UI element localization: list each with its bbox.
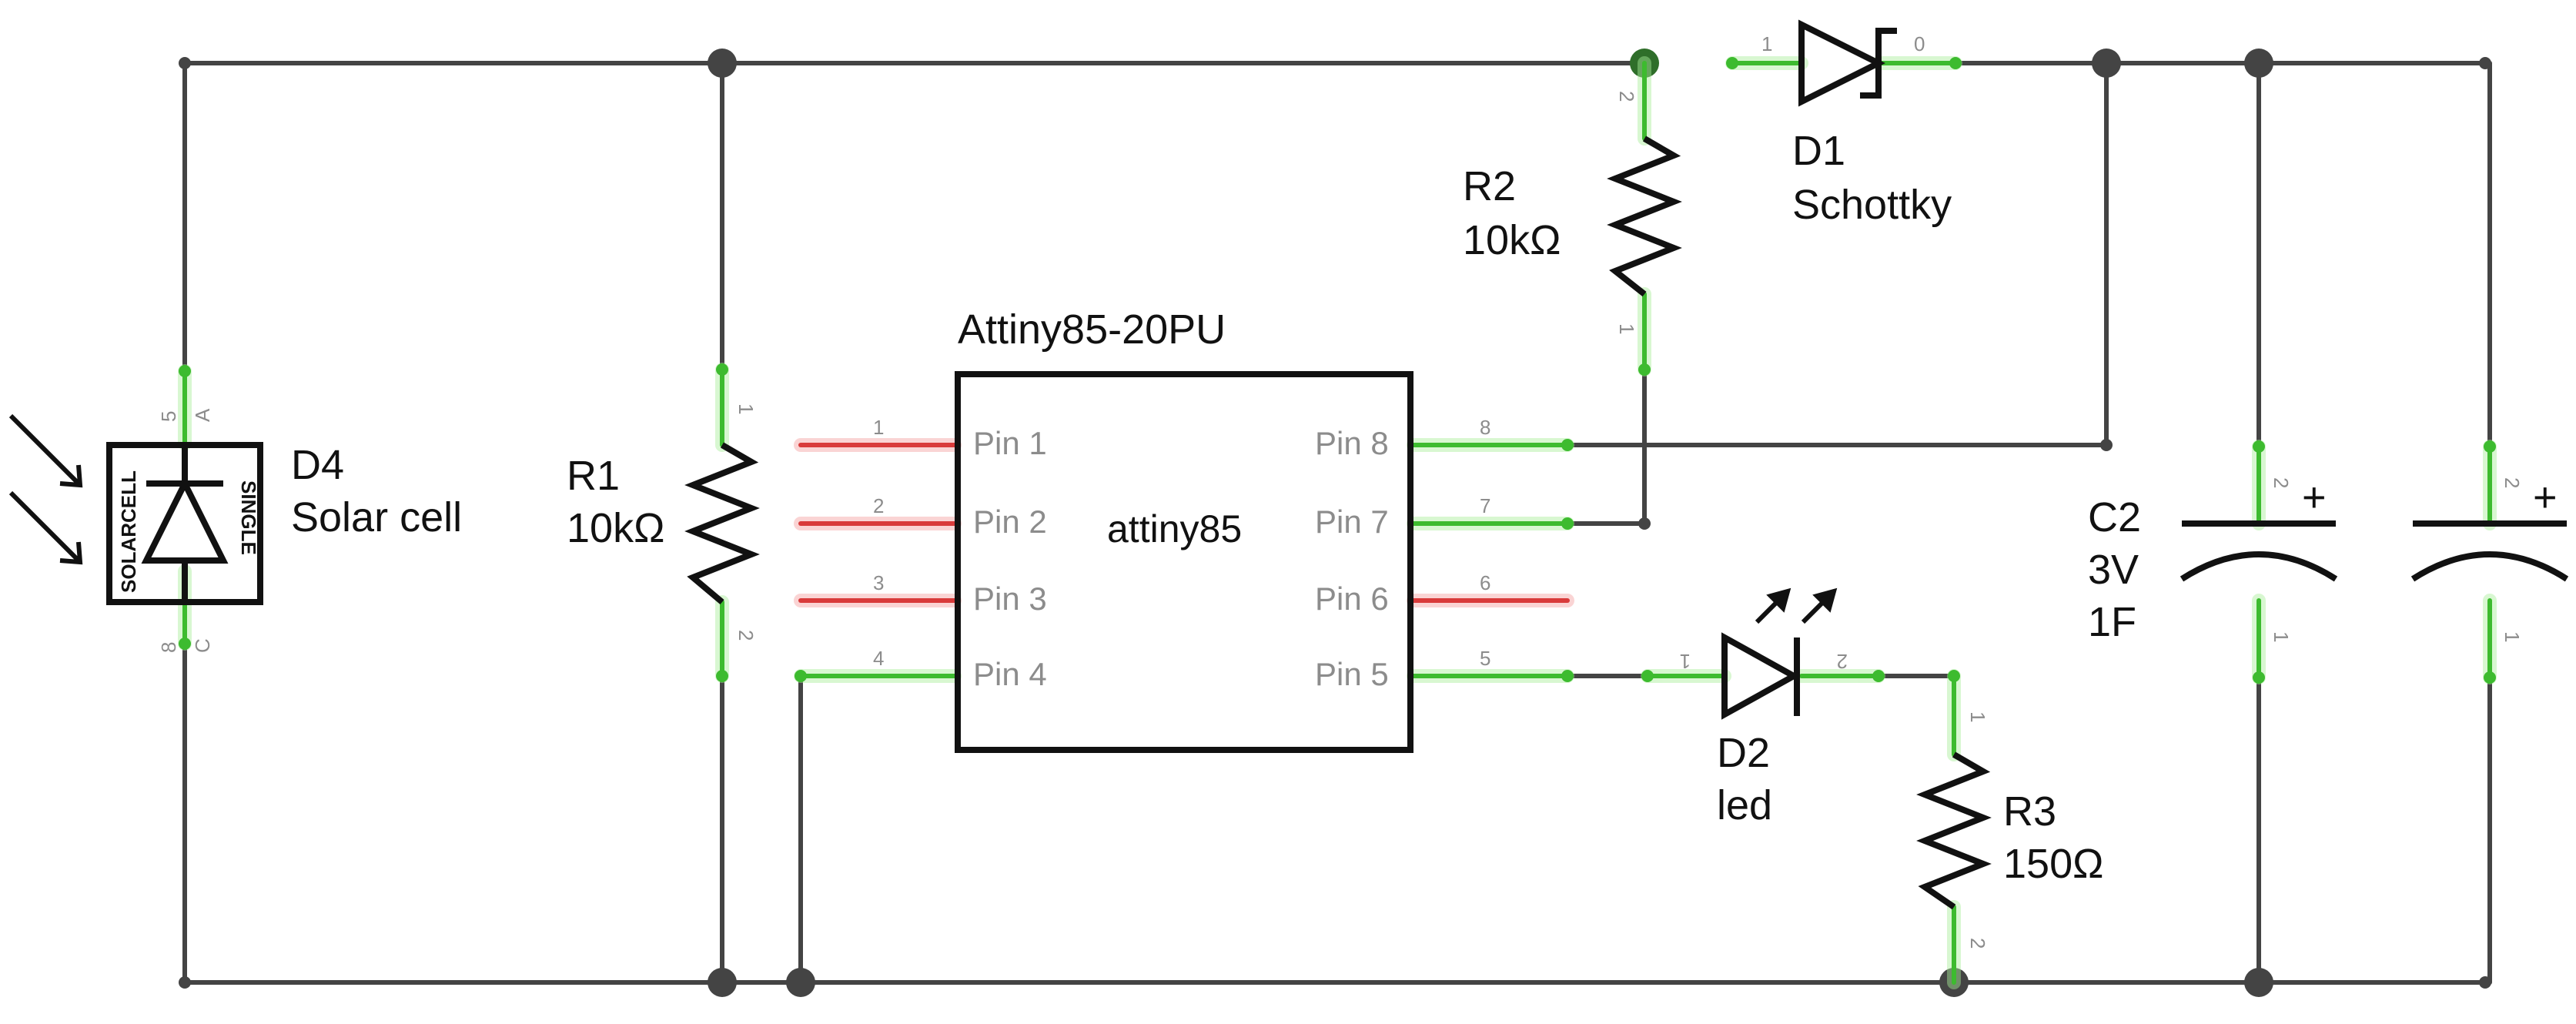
d1-pin1-num: 1 bbox=[1761, 32, 1772, 55]
chip-pin-num: 5 bbox=[1480, 647, 1490, 670]
r1-resistor[interactable] bbox=[684, 442, 760, 605]
r2-value: 10kΩ bbox=[1463, 217, 1561, 263]
d4-pin-a-label: A bbox=[191, 408, 214, 422]
d4-desc: Solar cell bbox=[291, 494, 462, 540]
junction-dot[interactable] bbox=[708, 49, 737, 78]
chip-right-pin-labels: Pin 8 Pin 7 Pin 6 Pin 5 8 7 6 5 bbox=[1315, 416, 1490, 692]
d2-pin1-num: 1 bbox=[1680, 650, 1691, 673]
d4-solar-cell[interactable]: SOLARCELL SINGLE 5 A 8 C bbox=[106, 408, 263, 653]
r1-value: 10kΩ bbox=[567, 505, 664, 551]
chip-pin-label: Pin 4 bbox=[973, 656, 1047, 692]
photodiode-icon bbox=[141, 445, 229, 602]
chip-pin-num: 4 bbox=[873, 647, 884, 670]
d4-inner-left-text: SOLARCELL bbox=[117, 470, 140, 593]
d1-pin0-num: 0 bbox=[1914, 32, 1925, 55]
chip-pin-label: Pin 3 bbox=[973, 581, 1047, 617]
r1-pin2-num: 2 bbox=[734, 630, 758, 641]
d1-schottky-diode[interactable] bbox=[1798, 19, 1897, 107]
c2-capacitor[interactable] bbox=[2180, 520, 2338, 582]
junctions bbox=[179, 49, 2491, 997]
d2-pin2-num: 2 bbox=[1837, 650, 1848, 673]
r2-pin1-num: 1 bbox=[1615, 323, 1638, 334]
junction-dot[interactable] bbox=[2479, 976, 2491, 989]
r3-pin1-num: 1 bbox=[1966, 711, 1989, 722]
d4-pin-c-label: C bbox=[191, 638, 214, 653]
junction-dot[interactable] bbox=[786, 968, 815, 997]
d4-name: D4 bbox=[291, 442, 344, 488]
d2-desc: led bbox=[1717, 782, 1772, 828]
c3-pin2-num: 2 bbox=[2501, 477, 2524, 488]
chip-pin-label: Pin 7 bbox=[1315, 504, 1389, 540]
chip-pin-label: Pin 8 bbox=[1315, 425, 1389, 461]
c2-capacitance: 1F bbox=[2088, 599, 2136, 645]
r3-resistor[interactable] bbox=[1916, 751, 1992, 910]
connected-leads bbox=[178, 56, 2497, 989]
chip-pin-num: 2 bbox=[873, 494, 884, 517]
chip-pin-num: 1 bbox=[873, 416, 884, 439]
chip-pin-label: Pin 1 bbox=[973, 425, 1047, 461]
c2-pin1-num: 1 bbox=[2270, 631, 2293, 642]
r1-name: R1 bbox=[567, 453, 620, 499]
d2-name: D2 bbox=[1717, 730, 1770, 776]
chip-center-label: attiny85 bbox=[1107, 507, 1242, 550]
junction-dot[interactable] bbox=[179, 57, 191, 69]
c2-pin2-num: 2 bbox=[2270, 477, 2293, 488]
d2-led[interactable] bbox=[1721, 632, 1801, 720]
d4-pin-a-num: 5 bbox=[157, 411, 180, 422]
attiny85-chip[interactable] bbox=[955, 371, 1413, 753]
chip-title: Attiny85-20PU bbox=[958, 306, 1226, 353]
junction-dot[interactable] bbox=[179, 976, 191, 989]
d1-name: D1 bbox=[1792, 128, 1845, 174]
junction-dot[interactable] bbox=[1638, 517, 1651, 530]
c2-voltage: 3V bbox=[2088, 547, 2139, 593]
junction-dot[interactable] bbox=[2092, 49, 2121, 78]
r3-name: R3 bbox=[2003, 788, 2056, 835]
unconnected-leads bbox=[794, 438, 1574, 607]
junction-dot[interactable] bbox=[2244, 968, 2273, 997]
r2-name: R2 bbox=[1463, 163, 1516, 209]
c3-plus-sign: + bbox=[2533, 474, 2558, 520]
light-arrows-icon bbox=[8, 413, 83, 565]
chip-left-pin-labels: Pin 1 Pin 2 Pin 3 Pin 4 1 2 3 4 bbox=[873, 416, 1047, 692]
junction-dot[interactable] bbox=[708, 968, 737, 997]
r3-pin2-num: 2 bbox=[1966, 938, 1989, 949]
chip-pin-num: 6 bbox=[1480, 571, 1490, 594]
emission-arrows-icon bbox=[1755, 587, 1838, 624]
r3-value: 150Ω bbox=[2003, 841, 2103, 887]
junction-dot[interactable] bbox=[2100, 439, 2113, 451]
c2-plus-sign: + bbox=[2302, 474, 2327, 520]
r2-resistor[interactable] bbox=[1607, 136, 1682, 297]
d4-inner-right-text: SINGLE bbox=[237, 480, 260, 555]
chip-pin-num: 3 bbox=[873, 571, 884, 594]
r1-pin1-num: 1 bbox=[734, 403, 758, 414]
d4-pin-c-num: 8 bbox=[157, 642, 180, 653]
c3-capacitor[interactable] bbox=[2410, 520, 2569, 582]
junction-dot[interactable] bbox=[2244, 49, 2273, 78]
c2-name: C2 bbox=[2088, 494, 2141, 540]
d1-desc: Schottky bbox=[1792, 182, 1952, 228]
chip-pin-num: 8 bbox=[1480, 416, 1490, 439]
chip-pin-label: Pin 6 bbox=[1315, 581, 1389, 617]
junction-dot[interactable] bbox=[2479, 57, 2491, 69]
c3-pin1-num: 1 bbox=[2501, 631, 2524, 642]
wires bbox=[182, 61, 2492, 985]
chip-pin-label: Pin 5 bbox=[1315, 656, 1389, 692]
r2-pin2-num: 2 bbox=[1615, 91, 1638, 102]
chip-pin-label: Pin 2 bbox=[973, 504, 1047, 540]
chip-pin-num: 7 bbox=[1480, 494, 1490, 517]
